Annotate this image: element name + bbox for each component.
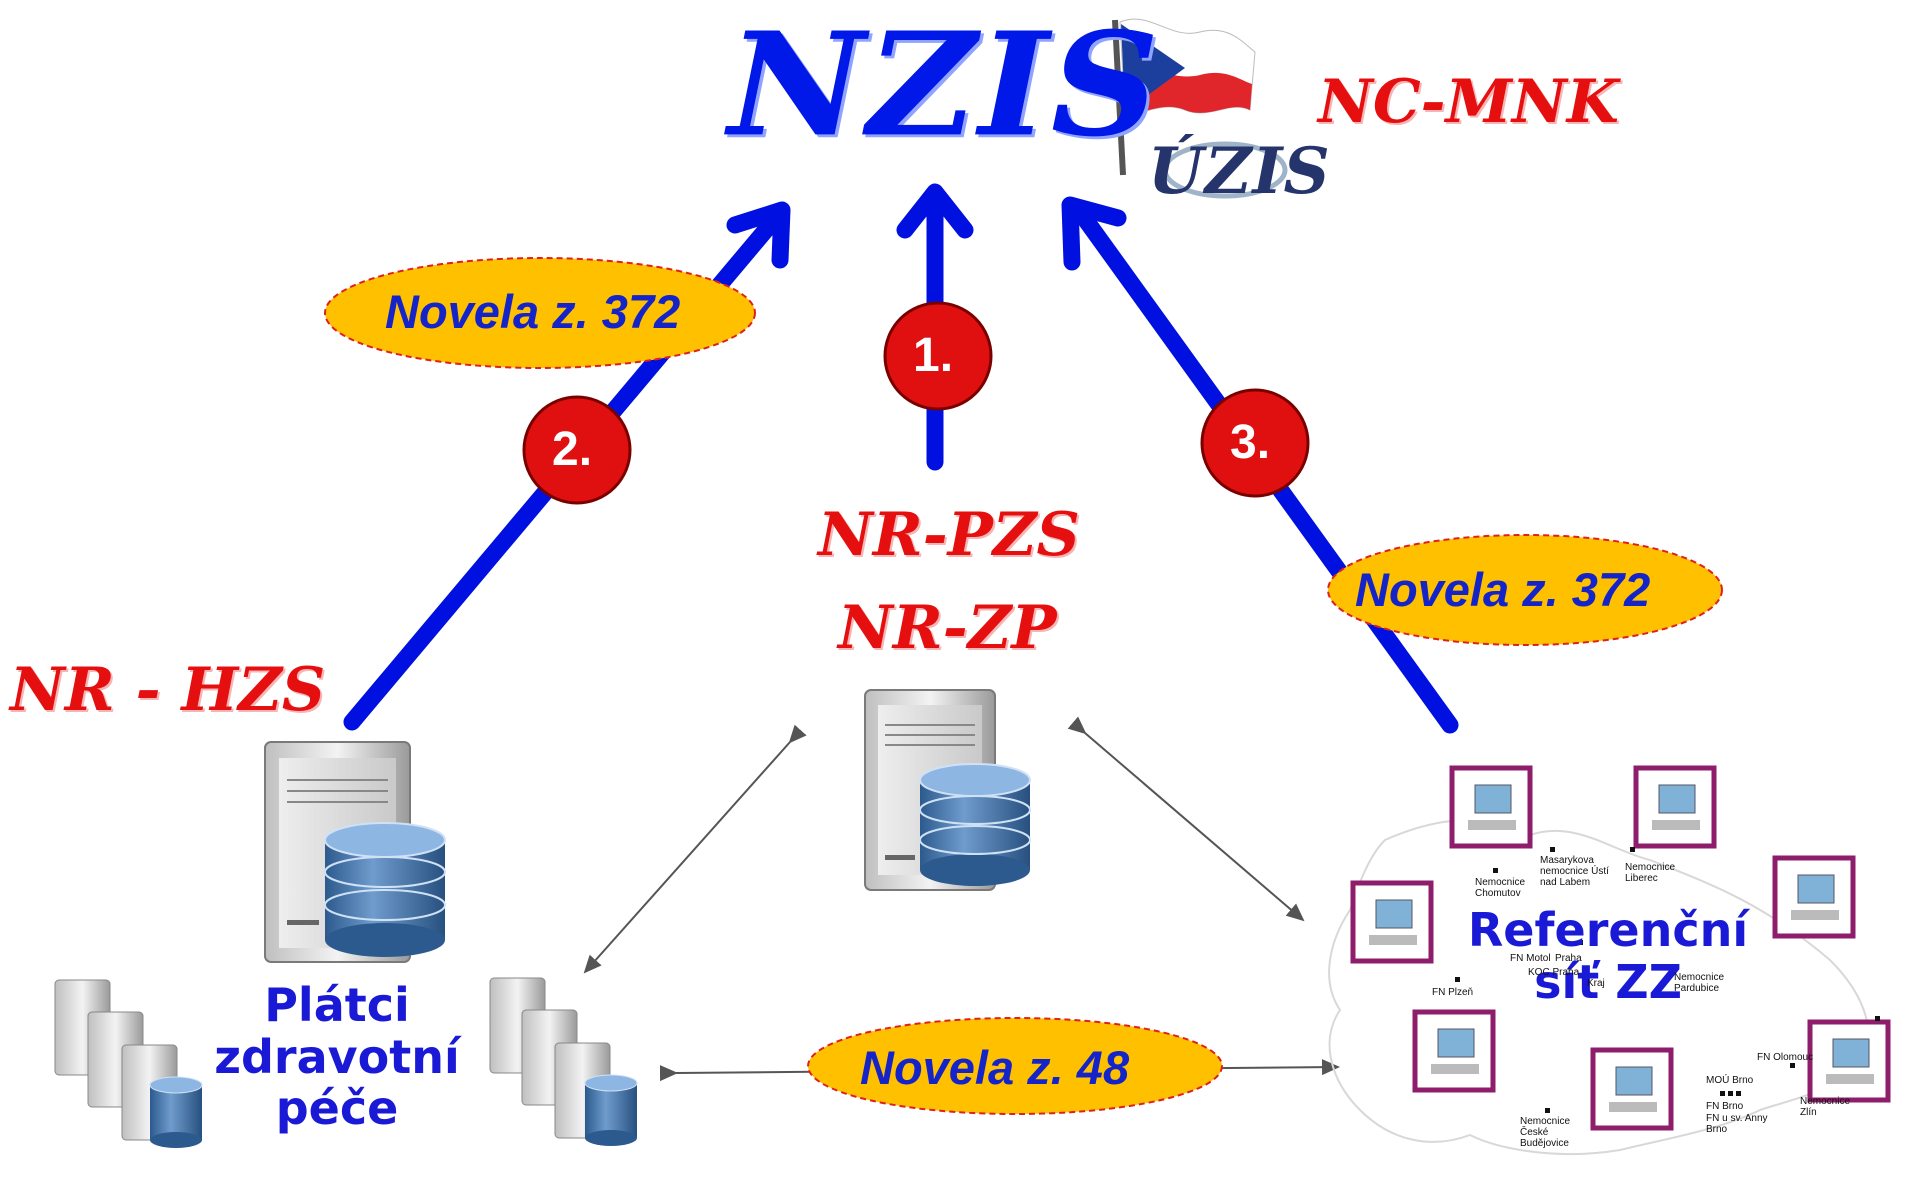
- badge-label-2: 2.: [552, 423, 593, 476]
- map-label: Praha: [1555, 953, 1582, 964]
- reference-network-label: Referenční síť ZZ: [1448, 903, 1768, 1009]
- amendment-ellipse-bottom: [807, 1017, 1223, 1115]
- map-label: FN Olomouc: [1757, 1052, 1814, 1063]
- map-label: Nemocnice Pardubice: [1674, 972, 1725, 994]
- workstation-icon: [1772, 855, 1856, 939]
- map-label: FN Motol: [1510, 953, 1551, 964]
- map-label: Masarykova nemocnice Ústí nad Labem: [1540, 855, 1609, 888]
- uzis-logo-text: ÚZIS: [1148, 134, 1331, 209]
- map-label: FN Plzeň: [1432, 987, 1474, 998]
- nc-mnk-label: NC-MNK: [1318, 67, 1619, 137]
- reference-network-line-2: síť ZZ: [1534, 954, 1682, 1009]
- database-center-icon: [919, 763, 1031, 886]
- map-label: Kraj: [1587, 978, 1605, 989]
- payers-label: Plátci zdravotní péče: [212, 978, 462, 1136]
- map-location-dots: [1455, 847, 1880, 1113]
- map-label: Nemocnice Zlín: [1800, 1096, 1851, 1118]
- nr-hzs-label: NR - HZS: [10, 655, 326, 725]
- amendment-ellipse-right: [1327, 534, 1723, 646]
- server-stack-middle-icon: [489, 977, 638, 1146]
- czech-map-icon: [1328, 819, 1869, 1155]
- amendment-ellipse-left: [324, 257, 756, 369]
- workstation-icon: [1590, 1047, 1674, 1131]
- badge-circle-3: [1200, 388, 1310, 498]
- czech-flag-icon: [1112, 18, 1256, 176]
- workstation-icon: [1633, 765, 1717, 849]
- workstation-icon: [1449, 765, 1533, 849]
- payers-label-line-2: zdravotní: [214, 1029, 460, 1084]
- nzis-title: NZIS: [728, 1, 1162, 169]
- database-left-icon: [324, 822, 446, 957]
- uzis-logo-mark: [1162, 141, 1288, 199]
- amendment-label-bottom: Novela z. 48: [860, 1041, 1130, 1094]
- map-label: Nemocnice České Budějovice: [1520, 1116, 1571, 1149]
- payers-label-line-3: péče: [275, 1081, 399, 1136]
- amendment-label-left: Novela z. 372: [385, 285, 681, 338]
- map-label: FN Brno: [1706, 1101, 1744, 1112]
- map-label: Nemocnice Chomutov: [1475, 877, 1526, 899]
- map-label: Nemocnice Liberec: [1625, 862, 1676, 884]
- badge-label-3: 3.: [1230, 416, 1271, 469]
- map-label: KOC Praha: [1528, 967, 1580, 978]
- map-label: FN u sv. Anny Brno: [1706, 1113, 1768, 1135]
- map-label: MOÚ Brno: [1706, 1075, 1754, 1086]
- workstation-icon: [1807, 1019, 1891, 1103]
- connector-center-to-payers: [583, 724, 807, 974]
- reference-network-line-1: Referenční: [1467, 903, 1749, 957]
- payers-label-line-1: Plátci: [264, 978, 410, 1032]
- nr-zp-label: NR-ZP: [838, 593, 1057, 663]
- connector-center-to-network: [1067, 716, 1305, 922]
- badge-circle-2: [522, 395, 632, 505]
- amendment-label-right: Novela z. 372: [1355, 563, 1651, 616]
- workstation-icon: [1412, 1009, 1496, 1093]
- badge-circle-1: [883, 301, 993, 411]
- server-stack-left-icon: [54, 979, 203, 1148]
- nr-pzs-label: NR-PZS: [818, 500, 1080, 570]
- badge-label-1: 1.: [913, 329, 954, 382]
- workstation-icon: [1350, 880, 1434, 964]
